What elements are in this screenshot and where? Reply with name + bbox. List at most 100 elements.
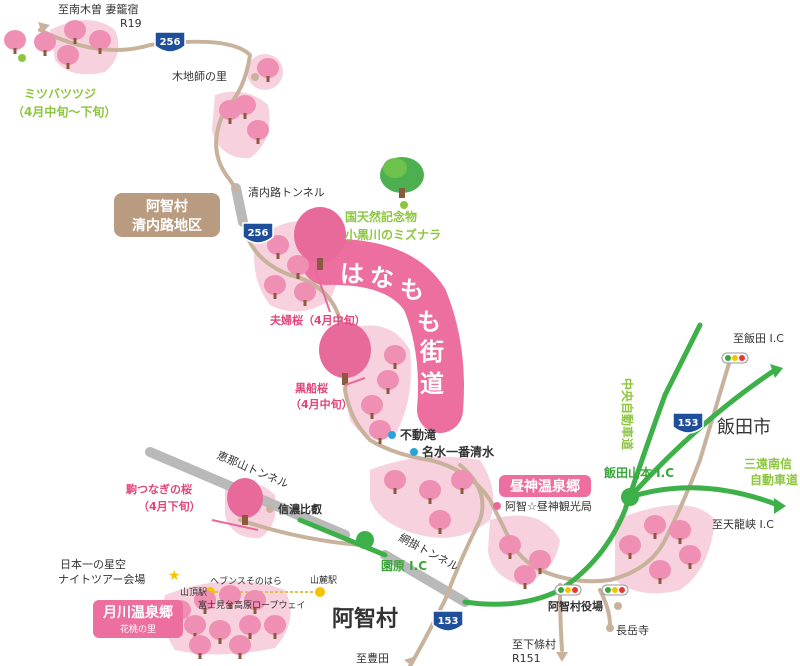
- seinaiji-area-box: [114, 193, 220, 237]
- road-r256-north: [38, 28, 252, 193]
- mizunara-label-2: 小黒川のミズナラ: [345, 227, 441, 242]
- seinaiji-tunnel-line: [231, 183, 248, 227]
- heavens-label: ヘブンスそのはら: [210, 575, 282, 587]
- blossom-tree-icon: [229, 635, 251, 659]
- blossom-tree-icon: [669, 520, 691, 544]
- kankokyoku-point: [493, 502, 501, 510]
- traffic-signal-icon: [601, 584, 629, 596]
- to-tenryukyo-label: 至天龍峡 I.C: [712, 517, 774, 531]
- meisui-label: 名水一番清水: [422, 444, 495, 459]
- sonohara-ic-label: 園原 I.C: [381, 559, 427, 573]
- blossom-tree-icon: [419, 480, 441, 504]
- fufu-zakura-tree-icon: [294, 207, 346, 270]
- komatsunagi-pointer: [211, 519, 259, 531]
- blossom-tree-icon: [189, 635, 211, 659]
- blossom-tree-icon: [34, 32, 56, 56]
- blossom-tree-icon: [361, 395, 383, 419]
- blossom-tree-icon: [239, 615, 261, 639]
- fufu-zakura-label: 夫婦桜（4月中旬）: [270, 313, 366, 327]
- blossom-tree-icon: [57, 45, 79, 69]
- kijishi-label: 木地師の里: [172, 70, 227, 83]
- blossom-tree-icon: [89, 30, 111, 54]
- iida-city-label: 飯田市: [717, 417, 771, 438]
- tsukikawa-onsen-box: [93, 600, 183, 638]
- kurofune-tree-icon: [319, 322, 371, 385]
- route-256-b-label: 256: [248, 228, 269, 239]
- route-153-b-label: 153: [438, 616, 459, 627]
- hanamomo-banner: [302, 238, 464, 433]
- blossom-tree-icon: [219, 585, 241, 609]
- to-shimojo-label: 至下條村: [512, 637, 556, 651]
- chuo-expressway: [297, 322, 703, 607]
- achi-village-label: 阿智村: [332, 606, 398, 632]
- sancho-eki-label: 山頂駅: [180, 587, 207, 598]
- blossom-tree-icon: [429, 510, 451, 534]
- sonohara-ic-marker: [356, 531, 374, 549]
- komatsunagi-label-1: 駒つなぎの桜: [126, 482, 192, 496]
- achi-office-label: 阿智村役場: [548, 599, 603, 613]
- r19-label: R19: [120, 17, 142, 30]
- traffic-signal-icon: [554, 584, 582, 596]
- seinaiji-area-label-1: 阿智村: [146, 198, 188, 215]
- to-iida-ic-label: 至飯田 I.C: [733, 331, 784, 345]
- iida-ic-arrow: [770, 364, 783, 378]
- hanamomo-ribbon: [302, 238, 464, 433]
- blossom-tree-icon: [679, 545, 701, 569]
- star-icon: ★: [168, 568, 181, 584]
- hanamomo-char-1: は: [340, 260, 364, 288]
- tsukikawa-onsen-label: 月川温泉郷: [102, 604, 173, 621]
- sanen-expressway: [627, 485, 781, 508]
- mitsuba-period: （4月中旬～下旬）: [12, 104, 116, 119]
- blossom-tree-icon: [264, 615, 286, 639]
- r151-label: R151: [512, 652, 541, 665]
- kurofune-pointer: [344, 377, 366, 386]
- sanen-arrow: [774, 498, 786, 514]
- blossom-tree-icon: [377, 370, 399, 394]
- hanamomo-char-3: も: [400, 276, 424, 304]
- hirugami-onsen-box: [499, 475, 591, 497]
- hoshizora-label-1: 日本一の星空: [60, 557, 126, 571]
- chogakuji-label: 長岳寺: [616, 624, 649, 637]
- fudo-taki-label: 不動滝: [400, 427, 436, 442]
- blossom-tree-icon: [4, 30, 26, 54]
- route-256-a-label: 256: [160, 37, 181, 48]
- hanamomo-char-4: も: [417, 308, 441, 336]
- hanamomo-sato-label: 花桃の里: [120, 623, 156, 635]
- kankokyoku-label: 阿智☆昼神観光局: [505, 499, 592, 513]
- hirugami-onsen-label: 昼神温泉郷: [510, 478, 580, 495]
- blossom-tree-icon: [209, 620, 231, 644]
- blossom-tree-icon: [644, 515, 666, 539]
- blossom-tree-icon: [267, 235, 289, 259]
- blossom-tree-icon: [619, 535, 641, 559]
- komatsunagi-tree-icon: [227, 478, 263, 525]
- sanroku-eki-label: 山麓駅: [310, 574, 337, 586]
- blossom-tree-icon: [257, 58, 279, 82]
- traffic-signal-icon: [721, 352, 749, 364]
- route-shield-256-b: 256: [242, 222, 274, 244]
- blossom-tree-icon: [287, 255, 309, 279]
- to-minamikiso-arrow-icon: [38, 22, 50, 33]
- blossom-tree-icon: [384, 345, 406, 369]
- route-153-a-label: 153: [678, 418, 699, 429]
- achi-office-point: [614, 602, 622, 610]
- mizunara-point: [400, 201, 408, 209]
- shinano-hiei-point: [266, 505, 274, 513]
- blossom-tree-icon: [529, 550, 551, 574]
- chogakuji-point: [606, 624, 614, 632]
- blossom-tree-icon: [64, 20, 86, 44]
- to-toyota-arrow-icon: [404, 656, 416, 666]
- hanamomo-char-6: 道: [420, 370, 444, 398]
- meisui-point: [410, 448, 418, 456]
- road-sonohara: [238, 518, 362, 547]
- chuo-expressway-label: 中央自動車道: [620, 378, 635, 450]
- blossom-tree-icon: [451, 470, 473, 494]
- route-shield-153-b: 153: [432, 610, 464, 632]
- blossom-tree-icon: [384, 470, 406, 494]
- route-shield-153-a: 153: [672, 412, 704, 434]
- seinaiji-tunnel-label: 清内路トンネル: [248, 185, 325, 199]
- hanamomo-char-2: な: [370, 264, 394, 292]
- fudo-taki-point: [388, 431, 396, 439]
- blossom-tree-icon: [649, 560, 671, 584]
